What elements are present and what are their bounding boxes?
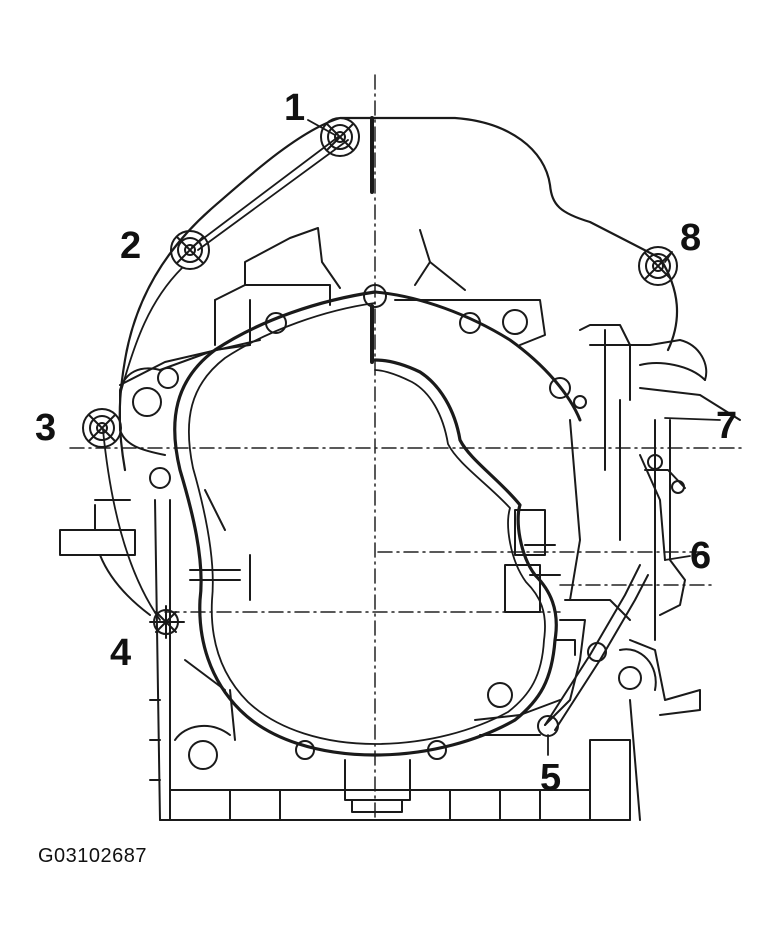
linkage-rod xyxy=(544,454,686,731)
bolt-2 xyxy=(170,230,210,270)
left-arm-to-3 xyxy=(119,339,261,386)
callout-5: 5 xyxy=(540,757,561,799)
callout-6: 6 xyxy=(690,535,711,577)
callout-4: 4 xyxy=(110,632,131,674)
lower-housing xyxy=(159,489,631,821)
callout-labels: 1 2 3 4 5 6 7 8 xyxy=(35,87,737,799)
centerlines xyxy=(69,74,746,821)
callout-7: 7 xyxy=(716,405,737,447)
bell-housing-flange xyxy=(173,290,558,757)
leader-lines xyxy=(102,119,721,756)
flange-bolt-bosses xyxy=(132,284,685,770)
bolt-4 xyxy=(149,605,185,639)
shift-lever-assembly xyxy=(474,509,586,736)
callout-8: 8 xyxy=(680,217,701,259)
figure-id: G03102687 xyxy=(38,845,148,867)
bolt-1 xyxy=(320,117,360,157)
callout-2: 2 xyxy=(120,225,141,267)
right-side-ribs xyxy=(564,324,741,821)
left-bell-bracket xyxy=(119,344,251,456)
bell-housing-flange-inner xyxy=(187,302,546,745)
bolt-3 xyxy=(82,408,122,448)
callout-1: 1 xyxy=(284,87,305,129)
bolt-8 xyxy=(638,246,678,286)
callout-3: 3 xyxy=(35,407,56,449)
bell-housing-top-rim xyxy=(373,290,582,422)
upper-left-bracket xyxy=(214,227,546,346)
